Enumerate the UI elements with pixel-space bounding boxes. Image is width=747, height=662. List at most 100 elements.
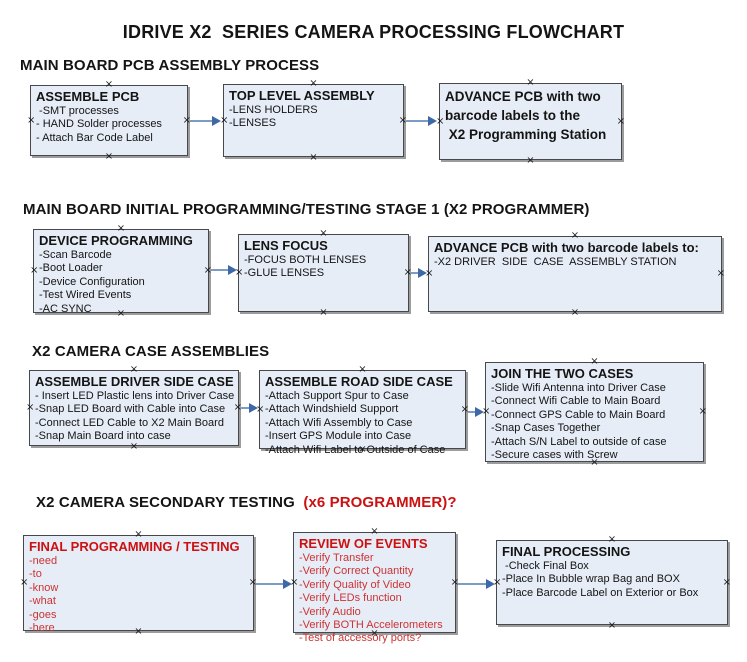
connector-handle-icon: × (309, 152, 318, 163)
box-title: DEVICE PROGRAMMING (39, 233, 193, 248)
box-line: -Device Configuration (39, 275, 145, 288)
connector-handle-icon: × (716, 268, 725, 279)
box-line: -Verify Correct Quantity (299, 565, 414, 578)
box-lines: -LENS HOLDERS-LENSES (229, 104, 399, 131)
box-title: FINAL PROCESSING (502, 544, 631, 559)
box-line: -Snap LED Board with Cable into Case (35, 403, 226, 416)
connector-handle-icon: × (722, 576, 731, 588)
box-line: -Attach Windshield Support (265, 403, 399, 416)
connector-handle-icon: × (436, 115, 445, 127)
box-line: -Connect Wifi Cable to Main Board (491, 395, 661, 408)
box-line: -Attach Wifi Assembly to Case (265, 416, 413, 429)
box-line: -Verify Quality of Video (299, 578, 411, 591)
box-line: -Scan Barcode (39, 249, 112, 261)
connector-arrow (256, 579, 292, 589)
connector-handle-icon: × (526, 155, 535, 166)
box-line: -SMT processes (36, 105, 119, 117)
box-lines: ADVANCE PCB with two barcode labels to th… (445, 87, 617, 144)
box-top-level-assembly: TOP LEVEL ASSEMBLY -LENS HOLDERS-LENSES … (220, 79, 407, 163)
box-line: -Verify LEDs function (299, 592, 402, 605)
box-device-programming: DEVICE PROGRAMMING -Scan Barcode-Boot Lo… (30, 224, 212, 319)
connector-arrow (211, 265, 237, 275)
box-review-of-events: REVIEW OF EVENTS -Verify Transfer-Verify… (290, 527, 459, 645)
connector-handle-icon: × (460, 403, 469, 415)
box-line: -Test of accessory ports? (299, 632, 422, 645)
box-lines: -Scan Barcode-Boot Loader-Device Configu… (39, 249, 204, 316)
box-lines: -FOCUS BOTH LENSES-GLUE LENSES (244, 254, 404, 281)
box-line: -Secure cases with Screw (491, 449, 618, 462)
section-heading-initial-programming: MAIN BOARD INITIAL PROGRAMMING/TESTING S… (23, 201, 590, 218)
connector-handle-icon: × (26, 402, 35, 413)
box-lines: -need-to-know-what-goes-here (29, 555, 249, 635)
box-lines: -Verify Transfer-Verify Correct Quantity… (299, 552, 451, 646)
box-lines: - Insert LED Plastic lens into Driver Ca… (35, 390, 234, 444)
box-line: -need (29, 555, 58, 567)
box-lines: -X2 DRIVER SIDE CASE ASSEMBLY STATION (434, 256, 717, 269)
box-line: - HAND Solder processes (36, 118, 162, 131)
box-title: FINAL PROGRAMMING / TESTING (29, 539, 240, 554)
box-lens-focus: LENS FOCUS -FOCUS BOTH LENSES-GLUE LENSE… (235, 229, 412, 318)
box-line: - Attach Bar Code Label (36, 131, 153, 144)
box-title: ASSEMBLE ROAD SIDE CASE (265, 374, 453, 389)
box-line: -Test Wired Events (39, 289, 132, 302)
box-line: -Place Barcode Label on Exterior or Box (502, 586, 699, 599)
connector-handle-icon: × (220, 114, 229, 126)
connector-arrow (241, 403, 258, 413)
box-advance-pcb-programming-station: ADVANCE PCB with two barcode labels to th… (436, 78, 625, 166)
connector-arrow (411, 268, 427, 278)
box-line: -LENS HOLDERS (229, 104, 318, 116)
box-line: -Connect GPS Cable to Main Board (491, 408, 666, 421)
box-lines: -Slide Wifi Antenna into Driver Case-Con… (491, 382, 699, 462)
box-assemble-pcb: ASSEMBLE PCB -SMT processes- HAND Solder… (27, 80, 191, 162)
connector-handle-icon: × (203, 265, 212, 276)
box-line: -LENSES (229, 117, 277, 130)
box-line: -Attach Support Spur to Case (265, 390, 409, 402)
box-line: -Verify Transfer (299, 552, 374, 564)
box-final-programming-testing: FINAL PROGRAMMING / TESTING -need-to-kno… (20, 530, 257, 637)
box-line: -Boot Loader (39, 262, 103, 275)
box-line: -GLUE LENSES (244, 267, 325, 280)
connector-arrow (458, 579, 495, 589)
connector-handle-icon: × (20, 577, 29, 588)
box-title: ASSEMBLE DRIVER SIDE CASE (35, 374, 234, 389)
box-line: -FOCUS BOTH LENSES (244, 254, 367, 266)
box-assemble-road-side-case: ASSEMBLE ROAD SIDE CASE -Attach Support … (256, 365, 469, 456)
connector-arrow (468, 407, 484, 417)
box-line: -Snap Cases Together (491, 422, 601, 435)
box-title: ADVANCE PCB with two barcode labels to: (434, 240, 699, 255)
box-line: -X2 DRIVER SIDE CASE ASSEMBLY STATION (434, 256, 677, 268)
box-line: -Place In Bubble wrap Bag and BOX (502, 573, 680, 586)
box-line: -Connect LED Cable to X2 Main Board (35, 416, 224, 429)
box-final-processing: FINAL PROCESSING -Check Final Box-Place … (493, 535, 731, 631)
box-line: X2 Programming Station (445, 127, 607, 142)
box-line: -to (29, 568, 42, 581)
section-heading-pcb-assembly: MAIN BOARD PCB ASSEMBLY PROCESS (20, 57, 320, 74)
connector-handle-icon: × (607, 620, 617, 631)
box-line: -Verify Audio (299, 605, 361, 618)
box-line: barcode labels to the (445, 108, 581, 123)
box-line: -Check Final Box (502, 560, 589, 572)
box-line: -Snap Main Board into case (35, 430, 171, 443)
connector-arrow (190, 116, 221, 126)
box-advance-pcb-driver-side-station: ADVANCE PCB with two barcode labels to: … (425, 231, 725, 318)
box-join-the-two-cases: JOIN THE TWO CASES -Slide Wifi Antenna i… (482, 357, 707, 468)
connector-handle-icon: × (104, 151, 114, 162)
x6-programmer-label: (x6 PROGRAMMER)? (294, 494, 457, 511)
box-title: REVIEW OF EVENTS (299, 536, 428, 551)
box-line: -what (29, 595, 56, 608)
section-heading-secondary-testing: X2 CAMERA SECONDARY TESTING (x6 PROGRAMM… (36, 494, 457, 511)
connector-handle-icon: × (570, 307, 580, 318)
box-line: ADVANCE PCB with two (445, 89, 601, 104)
box-line: - Insert LED Plastic lens into Driver Ca… (35, 390, 235, 402)
box-title: JOIN THE TWO CASES (491, 366, 634, 381)
box-line: -Verify BOTH Accelerometers (299, 619, 443, 632)
box-line: -Attach Wifi Label to Outside of Case (265, 443, 446, 456)
connector-arrow (406, 116, 437, 126)
box-line: -Attach S/N Label to outside of case (491, 435, 667, 448)
connector-handle-icon: × (30, 265, 39, 276)
box-line: -goes (29, 608, 57, 621)
box-line: -know (29, 581, 59, 594)
connector-handle-icon: × (698, 406, 707, 417)
connector-handle-icon: × (319, 307, 328, 318)
